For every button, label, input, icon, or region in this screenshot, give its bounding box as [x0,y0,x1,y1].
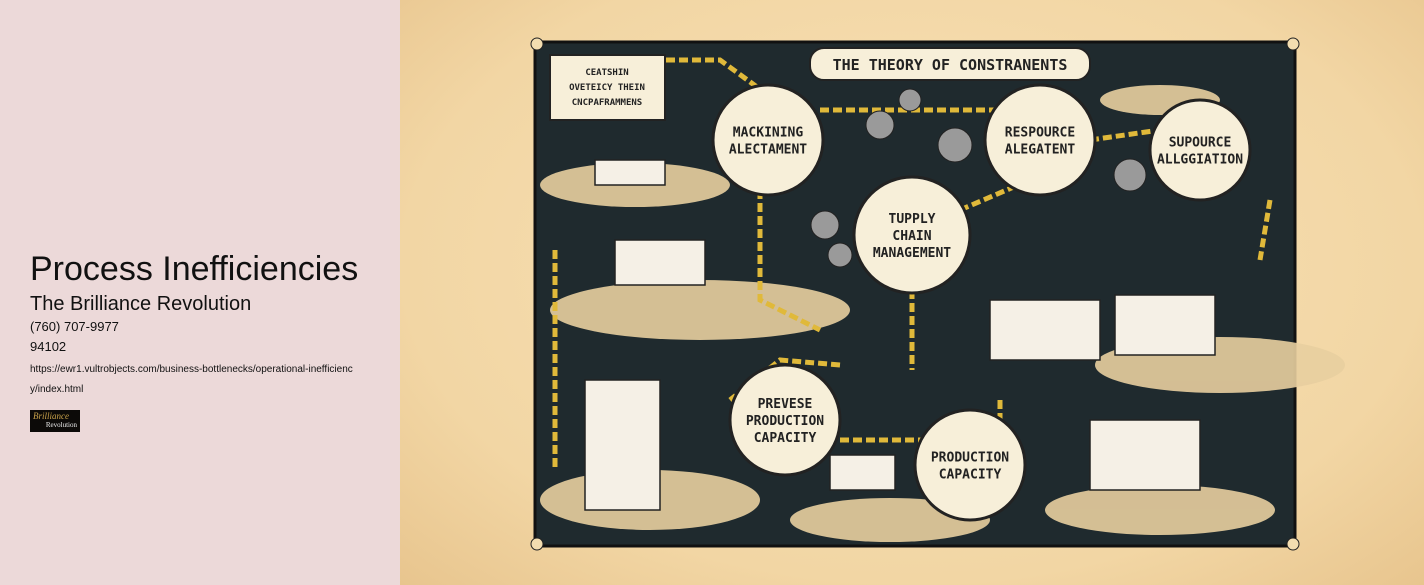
zip-code: 94102 [30,339,67,354]
circle-label: MACKINING [733,126,804,141]
svg-text:OVETEICY THEIN: OVETEICY THEIN [569,83,645,93]
theory-of-constraints-illustration: THE THEORY OF CONSTRANENTS CEATSHIN OVET… [400,0,1424,585]
concept-circle: SUPOURCE ALLGGIATION [1148,98,1252,202]
buildings [584,159,1216,511]
title-banner: THE THEORY OF CONSTRANENTS [809,47,1091,81]
page-title: Process Inefficiencies [30,250,359,288]
info-panel: Process Inefficiencies The Brilliance Re… [0,0,400,585]
svg-text:CNCPAFRAMMENS: CNCPAFRAMMENS [572,98,642,108]
circle-label: MANAGEMENT [873,246,951,261]
circle-label: CHAIN [892,229,931,244]
page-url[interactable]: https://ewr1.vultrobjects.com/business-b… [30,364,353,395]
svg-text:CEATSHIN: CEATSHIN [585,68,628,78]
circle-label: RESPOURCE [1005,126,1075,141]
scene-islands [540,85,1345,542]
circle-label: CAPACITY [939,468,1002,483]
circle-label: PREVESE [758,397,813,412]
concept-circle: RESPOURCE ALEGATENT [983,83,1097,197]
circle-label: PRODUCTION [931,451,1009,466]
circle-label: PRODUCTION [746,414,824,429]
circle-label: CAPACITY [754,431,817,446]
phone-number: (760) 707-9977 [30,319,119,334]
board-pins [530,37,1300,551]
circle-label: ALEGATENT [1005,143,1076,158]
concept-circles: MACKINING ALECTAMENT RESPOURCE ALEGATENT SUP… [711,83,1252,522]
concept-circle: PREVESE PRODUCTION CAPACITY [728,363,842,477]
gears [810,88,1147,268]
circle-label: ALECTAMENT [729,143,807,158]
note-box: CEATSHIN OVETEICY THEIN CNCPAFRAMMENS [549,54,666,121]
concept-circle: MACKINING ALECTAMENT [711,83,825,197]
illustration-svg: THE THEORY OF CONSTRANENTS CEATSHIN OVET… [530,37,1345,551]
concept-circle: TUPPLY CHAIN MANAGEMENT [852,175,972,295]
company-name: The Brilliance Revolution [30,293,252,315]
circle-label: SUPOURCE [1169,136,1232,151]
chains [552,57,1273,470]
circle-label: TUPPLY [889,212,936,227]
concept-circle: PRODUCTION CAPACITY [913,408,1027,522]
circle-label: ALLGGIATION [1157,153,1243,168]
banner-text: THE THEORY OF CONSTRANENTS [833,56,1068,74]
